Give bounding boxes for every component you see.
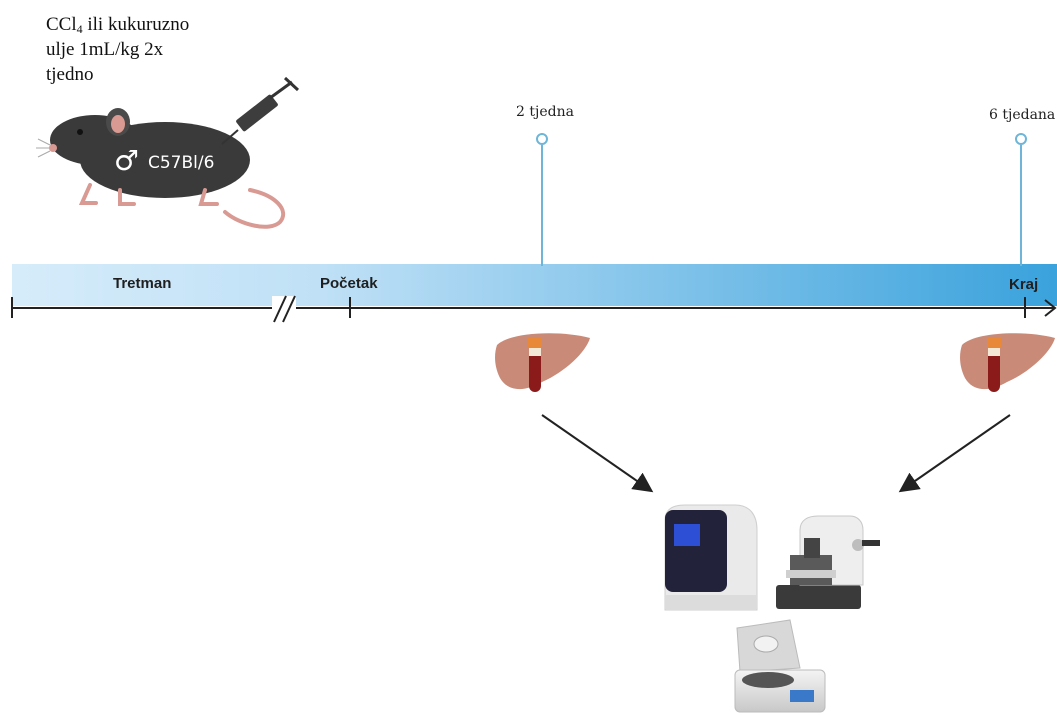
centrifuge-icon <box>734 619 826 713</box>
treatment-line-3: tjedno <box>46 64 94 85</box>
timepoint-label-2-weeks: 2 tjedna <box>516 104 574 120</box>
arrow-icon <box>898 414 1011 493</box>
timepoint-pin-6-weeks <box>1015 133 1027 266</box>
start-label: Početak <box>320 275 378 292</box>
treatment-segment-label: Tretman <box>113 275 172 292</box>
treatment-line-1-rest: ili kukuruzno <box>82 14 190 35</box>
liver-icon <box>960 333 1055 390</box>
male-symbol: ♂ <box>114 144 139 177</box>
microtome-icon <box>776 515 880 609</box>
treatment-line-2: ulje 1mL/kg 2x <box>46 39 164 60</box>
syringe-icon <box>221 76 300 145</box>
treatment-description: CCl4 ili kukuruzno ulje 1mL/kg 2x tjedno <box>46 12 286 87</box>
mouse-strain-label: C57Bl/6 <box>148 153 214 173</box>
liver-icon <box>495 333 590 390</box>
compound-name: CCl <box>46 14 77 35</box>
blood-tube-icon <box>528 338 542 392</box>
compound-subscript: 4 <box>76 22 83 36</box>
timeline-bar <box>12 264 1057 306</box>
blood-tube-icon <box>987 338 1001 392</box>
timepoint-pin-2-weeks <box>536 133 548 266</box>
axis-break-icon <box>272 295 296 323</box>
treatment-line-1: CCl4 ili kukuruzno <box>46 12 286 37</box>
pcr-machine-icon <box>664 504 758 611</box>
timepoint-label-6-weeks: 6 tjedana <box>989 107 1056 123</box>
mouse-icon <box>36 108 286 229</box>
end-label: Kraj <box>1009 276 1039 293</box>
arrow-icon <box>541 414 654 493</box>
timeline-arrow-icon <box>1044 299 1057 317</box>
